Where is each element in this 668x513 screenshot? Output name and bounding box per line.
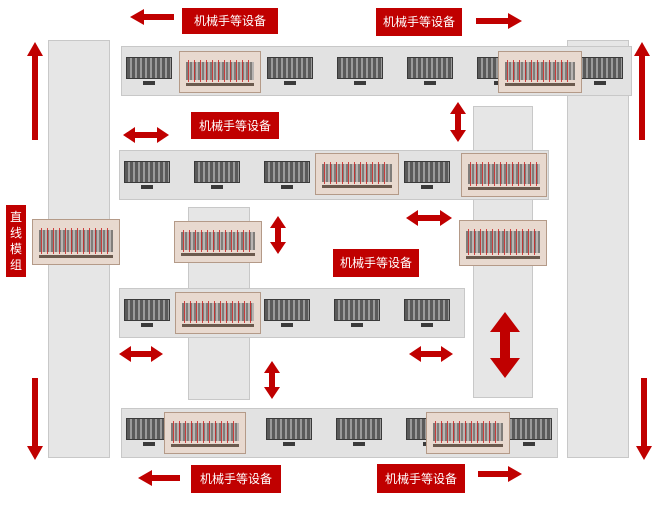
arrow-left-right-icon [119,346,163,362]
label-side-char: 直 [9,210,22,224]
carrier-module [179,51,261,93]
processing-module [126,57,172,87]
label-side-char: 线 [9,226,22,240]
carrier-module [426,412,510,454]
processing-module [404,299,450,329]
processing-module [404,161,450,191]
right-vertical-rail [567,40,629,458]
carrier-module [174,221,262,263]
processing-module [266,418,312,448]
arrow-down-icon [27,378,43,460]
label-bottom-right: 机械手等设备 [377,464,465,493]
arrow-left-right-icon [409,346,453,362]
label-top-right: 机械手等设备 [376,8,462,36]
arrow-up-icon [27,42,43,140]
arrow-up-down-icon [270,216,286,254]
carrier-module [164,412,246,454]
label-middle: 机械手等设备 [333,249,419,277]
label-row2: 机械手等设备 [191,112,279,139]
carrier-module [32,219,120,265]
processing-module [334,299,380,329]
arrow-up-down-icon [450,102,466,142]
arrow-up-down-icon [264,361,280,399]
arrow-right-icon [476,13,522,29]
carrier-module [498,51,582,93]
arrow-left-right-icon [406,210,452,226]
processing-module [577,57,623,87]
processing-module [407,57,453,87]
processing-module [126,418,172,448]
arrow-left-right-icon [123,127,169,143]
processing-module [267,57,313,87]
carrier-module [459,220,547,266]
label-top-left: 机械手等设备 [182,8,278,34]
arrow-left-icon [138,470,180,486]
processing-module [124,299,170,329]
processing-module [337,57,383,87]
arrow-up-down-icon [490,312,520,378]
label-side-char: 组 [9,258,22,272]
label-side-char: 模 [9,242,22,256]
arrow-down-icon [636,378,652,460]
carrier-module [461,153,547,197]
label-side: 直 线 模 组 [6,205,26,277]
label-bottom-left: 机械手等设备 [191,465,281,493]
arrow-left-icon [130,9,174,25]
arrow-up-icon [634,42,650,140]
arrow-right-icon [478,466,522,482]
processing-module [124,161,170,191]
processing-module [264,161,310,191]
processing-module [336,418,382,448]
carrier-module [315,153,399,195]
processing-module [506,418,552,448]
processing-module [264,299,310,329]
carrier-module [175,292,261,334]
processing-module [194,161,240,191]
